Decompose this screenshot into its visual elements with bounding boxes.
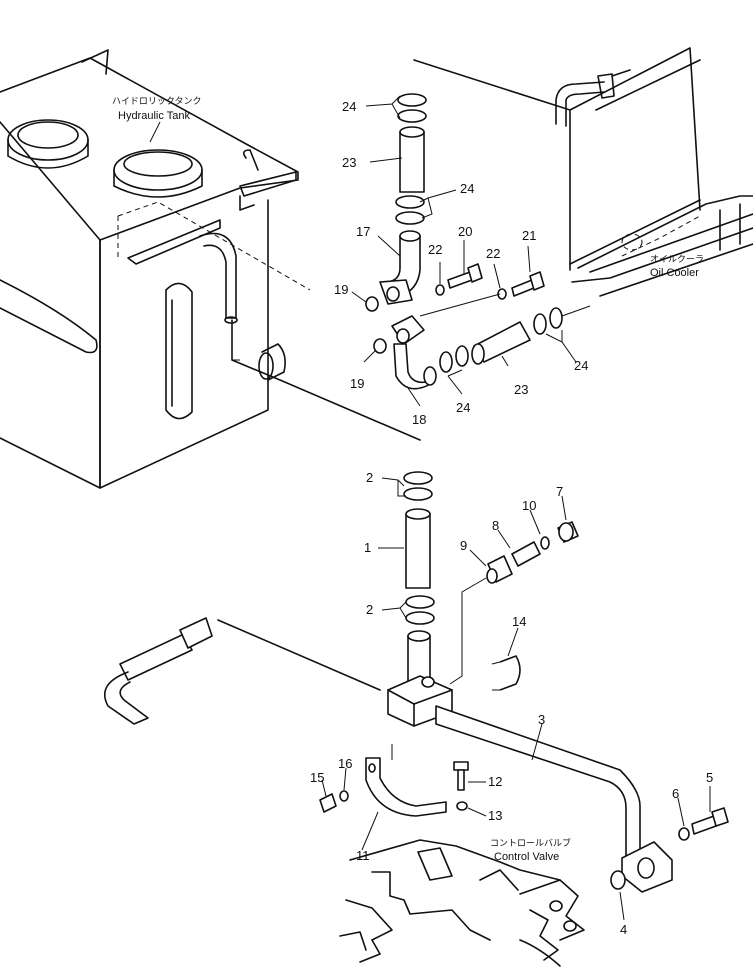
fitting-8 (511, 541, 541, 567)
oil-cooler (413, 47, 753, 297)
clamp-2-c (405, 595, 435, 609)
callout-4: 4 (620, 922, 627, 937)
clamp-24-a (397, 93, 427, 107)
callout-10: 10 (522, 498, 536, 513)
callout-23: 23 (342, 155, 356, 170)
tank-label-jp: ハイドロリックタンク (112, 96, 201, 106)
bolt-12 (453, 761, 469, 771)
callout-8: 8 (492, 518, 499, 533)
hose-1 (405, 513, 431, 589)
valve-label-en: Control Valve (494, 851, 559, 863)
washer-6 (678, 827, 690, 841)
o-ring-19-b (373, 338, 387, 354)
callout-21: 21 (522, 228, 536, 243)
bolt-21 (511, 279, 535, 297)
cooler-label-en: Oil Cooler (650, 267, 699, 279)
callout-7: 7 (556, 484, 563, 499)
callout-15: 15 (310, 770, 324, 785)
clamp-24-h (549, 307, 563, 329)
callout-14: 14 (512, 614, 526, 629)
callout-11: 11 (356, 848, 370, 863)
callout-3: 3 (538, 712, 545, 727)
callout-6: 6 (672, 786, 679, 801)
washer-22-b (497, 288, 507, 300)
clamp-24-d (395, 211, 425, 225)
bolt-5 (691, 815, 717, 835)
valve-label-jp: コントロールバルブ (490, 837, 571, 848)
tank-label-en: Hydraulic Tank (118, 110, 190, 122)
callout-17: 17 (356, 224, 370, 239)
control-valve (339, 839, 585, 967)
bracket-11 (365, 757, 447, 817)
clamp-24-g (533, 313, 547, 335)
washer-22-a (435, 284, 445, 296)
hydraulic-tank (0, 49, 421, 489)
o-ring-19-a (365, 296, 379, 312)
clamp-2-b (403, 487, 433, 501)
callout-24: 24 (574, 358, 588, 373)
clamp-24-b (397, 109, 427, 123)
callout-5: 5 (706, 770, 713, 785)
clamp-2-d (405, 611, 435, 625)
callout-24: 24 (460, 181, 474, 196)
callout-19: 19 (350, 376, 364, 391)
lower-assembly (103, 471, 729, 893)
upper-hose-assembly (232, 93, 591, 390)
callout-16: 16 (338, 756, 352, 771)
callout-13: 13 (488, 808, 502, 823)
nut-15 (319, 793, 337, 813)
u-bolt-14 (499, 655, 521, 691)
callout-2: 2 (366, 470, 373, 485)
callout-22: 22 (486, 246, 500, 261)
hose-spring (119, 633, 193, 681)
callout-9: 9 (460, 538, 467, 553)
clamp-24-f (455, 345, 469, 367)
cooler-label-jp: オイルクーラ (650, 254, 704, 264)
callout-24: 24 (342, 99, 356, 114)
callout-19: 19 (334, 282, 348, 297)
callout-23: 23 (514, 382, 528, 397)
callout-20: 20 (458, 224, 472, 239)
leader-lines (321, 95, 711, 921)
callout-2: 2 (366, 602, 373, 617)
washer-13 (456, 801, 468, 811)
tank-leader (149, 121, 161, 143)
clamp-2-a (403, 471, 433, 485)
clamp-24-c (395, 195, 425, 209)
o-ring-10 (540, 536, 550, 550)
callout-numbers: 24 23 24 17 22 20 22 21 19 19 18 24 23 2… (310, 99, 713, 937)
washer-16 (339, 790, 349, 802)
callout-1: 1 (364, 540, 371, 555)
hose-23-vertical (399, 131, 425, 193)
callout-12: 12 (488, 774, 502, 789)
bolt-20 (447, 271, 473, 289)
callout-22: 22 (428, 242, 442, 257)
o-ring-4 (610, 870, 626, 890)
callout-24: 24 (456, 400, 470, 415)
clamp-24-e (439, 351, 453, 373)
callout-18: 18 (412, 412, 426, 427)
